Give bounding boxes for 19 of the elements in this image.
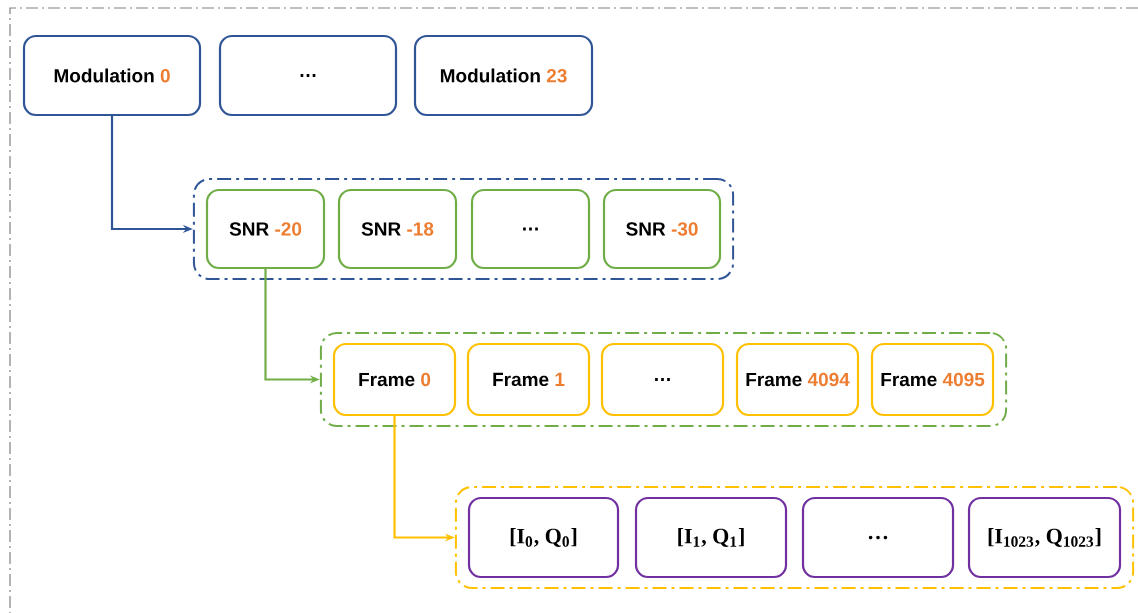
label-box: … bbox=[470, 188, 591, 270]
label-box: [I$_{1023}$, Q$_{1023}$] bbox=[967, 496, 1122, 579]
label-box: SNR -18 bbox=[337, 188, 458, 270]
label-box: Frame 4094 bbox=[735, 342, 860, 417]
label-box: Frame 1 bbox=[466, 342, 591, 417]
label-box: Frame 0 bbox=[332, 342, 457, 417]
label-box: [I$_{1}$, Q$_{1}$] bbox=[634, 496, 788, 579]
label-box: … bbox=[600, 342, 725, 417]
group-container bbox=[319, 331, 1008, 428]
label-box: Modulation 0 bbox=[22, 34, 202, 117]
label-box: … bbox=[218, 34, 398, 117]
label-box: [I$_{0}$, Q$_{0}$] bbox=[467, 496, 620, 579]
group-container bbox=[454, 485, 1135, 590]
label-box: Frame 4095 bbox=[870, 342, 995, 417]
label-box: … bbox=[801, 496, 955, 579]
label-box: SNR -20 bbox=[205, 188, 326, 270]
group-container bbox=[192, 177, 735, 281]
label-box: Modulation 23 bbox=[413, 34, 594, 117]
label-box: SNR -30 bbox=[602, 188, 722, 270]
